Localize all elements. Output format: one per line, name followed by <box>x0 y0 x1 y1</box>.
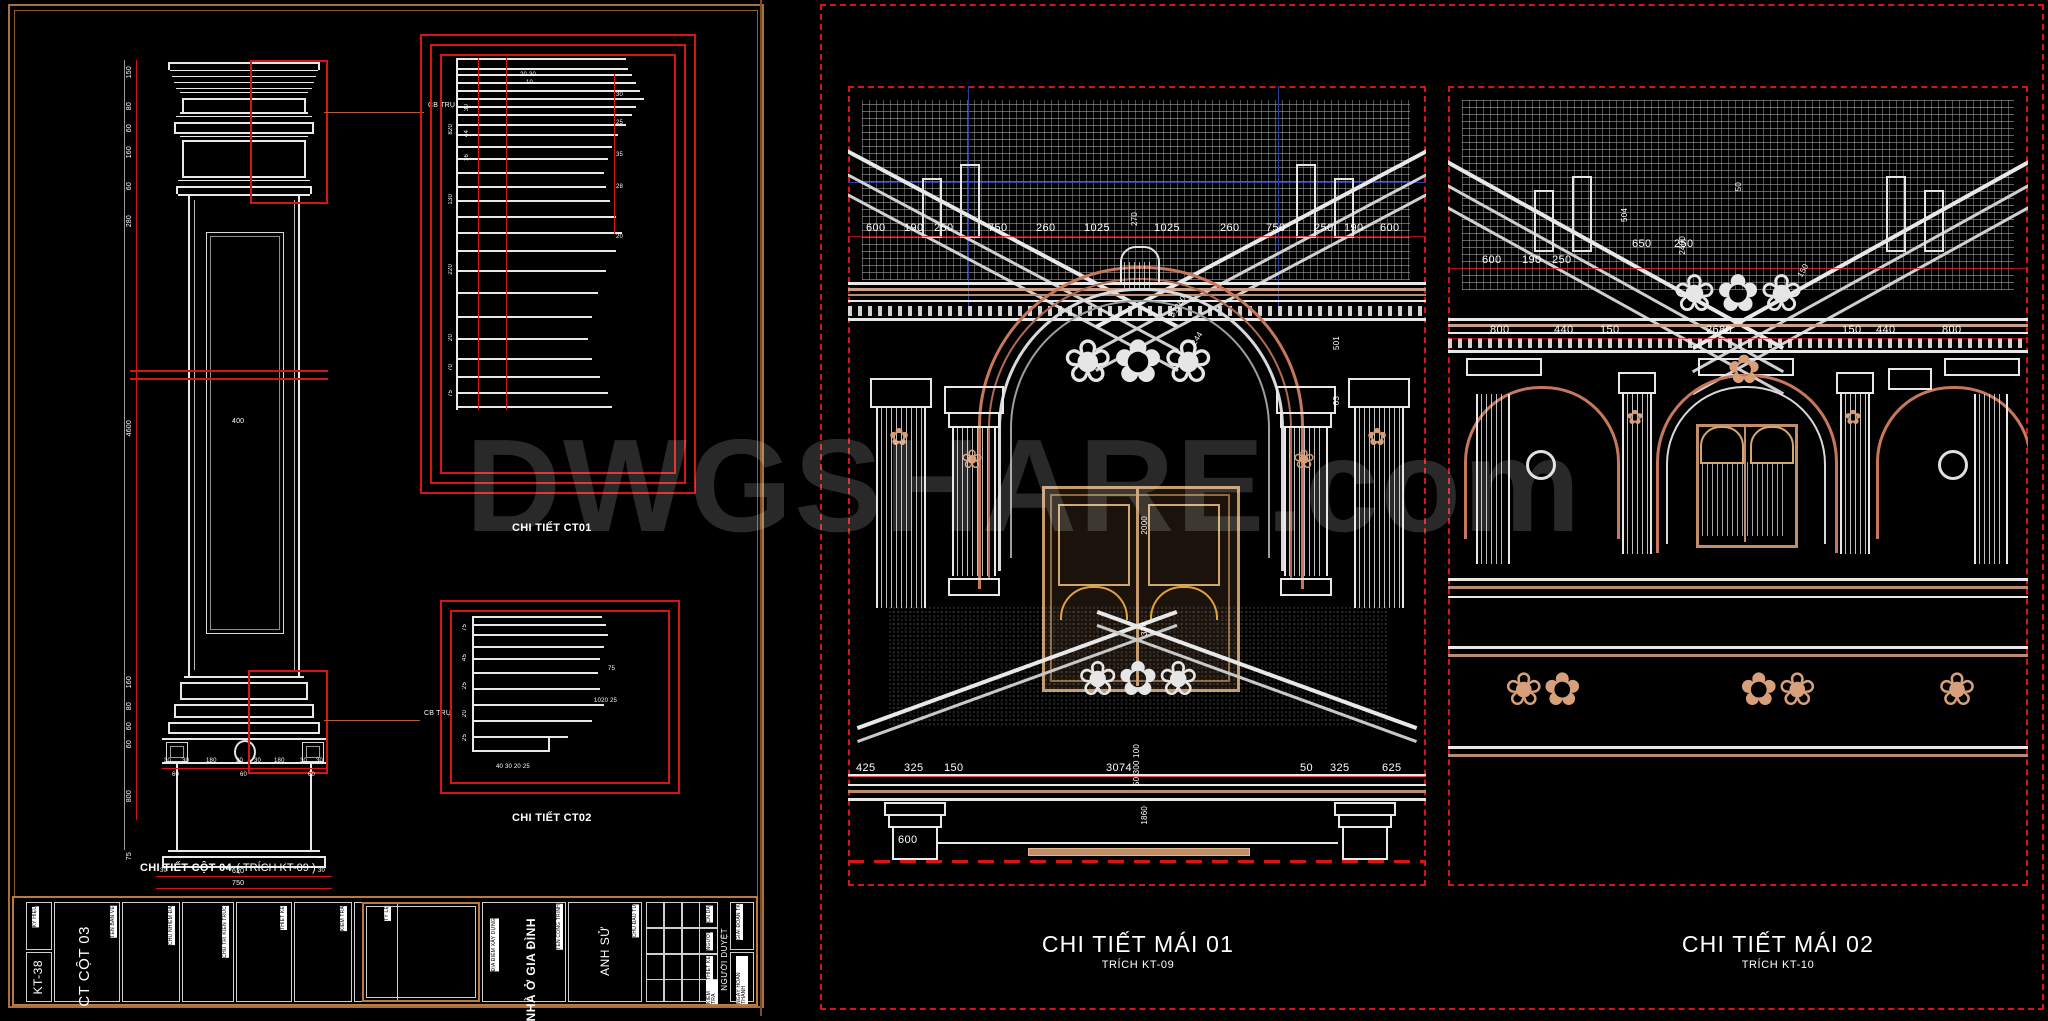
detail-ct01-drawing: 820 30 44 16 130 220 20 70 75 30 25 35 2… <box>420 34 710 514</box>
tb-label-drawing-name: TÊN BẢN VẼ <box>110 906 117 938</box>
column-detail-title: CHI TIẾT CỘT 04 <box>140 862 232 874</box>
roof-detail-01-subtitle: TRÍCH KT-09 <box>1101 958 1175 971</box>
tb-project-name: NHÀ Ở GIA ĐÌNH <box>524 918 538 1021</box>
tb-drawing-name: CT CỘT 03 <box>76 926 93 1007</box>
highlight-base <box>248 670 328 774</box>
tb-sign-title: NGƯỜI DUYỆT <box>720 928 729 991</box>
roof-detail-02-drawing: ❀✿❀ ✿ ✿ ✿ <box>1448 86 2028 886</box>
highlight-capital <box>250 60 328 204</box>
detail-ct02-title: CHI TIẾT CT02 <box>512 812 592 824</box>
tb-label-symbol: KÝ HIỆU <box>32 906 39 928</box>
tb-cell-drawing-name <box>54 902 120 1002</box>
tb-label-sig-1: CN DA <box>706 906 713 923</box>
tb-cell-3 <box>122 902 180 1002</box>
roof-detail-01-title: CHI TIẾT MÁI 01 <box>1041 931 1235 957</box>
tb-sig-row-2 <box>646 928 718 954</box>
column-elevation-drawing: CB TRỤ CB TRỤ 150 80 60 160 60 280 4600 … <box>110 40 455 889</box>
tb-sheet-code: KT-38 <box>31 960 45 995</box>
tb-cell-symbol <box>26 902 52 950</box>
sheet-divider <box>760 0 762 1016</box>
column-detail-caption: CHI TIẾT CỘT 04 ( TRÍCH KT-09 ) <box>140 858 316 876</box>
dim-620: 620 <box>232 868 245 875</box>
roof-detail-01-drawing: ❀✿❀ ❀ ❀ ✿ ✿ <box>848 86 1426 886</box>
tb-sig-row-3 <box>646 954 718 980</box>
detail-ct01-caption: CHI TIẾT CT01 <box>512 518 592 536</box>
tb-label-sig-3: THIẾT KẾ <box>706 956 713 981</box>
tb-label-owner: CHỦ ĐẦU TƯ <box>632 904 639 938</box>
callout-base-label: CB TRỤ <box>424 710 452 717</box>
left-sheet-border <box>8 4 764 1008</box>
detail-01-boundary <box>848 86 1426 886</box>
tb-label-5: THIẾT KẾ <box>280 906 287 931</box>
tb-label-sig-2: NGƯỜI <box>706 932 713 951</box>
tb-label-6: KIỂM TRA <box>340 906 347 932</box>
roof-detail-02-subtitle: TRÍCH KT-10 <box>1741 958 1815 971</box>
tb-cell-sheet <box>26 952 52 1002</box>
column-detail-ref: ( TRÍCH KT-09 ) <box>236 862 316 874</box>
tb-label-location: ĐỊA ĐIỂM XÂY DỰNG <box>490 918 499 972</box>
tb-logo-box <box>362 902 480 1002</box>
detail-ct02-drawing: 75 45 25 20 25 75 1020 25 40 30 20 25 <box>440 600 690 810</box>
tb-cell-5 <box>236 902 292 1002</box>
roof-detail-02-title: CHI TIẾT MÁI 02 <box>1681 931 1875 957</box>
tb-cell-project <box>482 902 566 1002</box>
tb-label-scale: NGÀY HOÀN THÀNH <box>736 956 748 1004</box>
tb-label-sig-4: KIỂM TRA <box>706 980 718 1004</box>
right-sheet-border <box>820 4 2044 1010</box>
detail-ct02-caption: CHI TIẾT CT02 <box>512 808 592 826</box>
tb-cell-6 <box>294 902 352 1002</box>
tb-cell-stage <box>730 902 754 950</box>
tb-label-stage: GIAI ĐOẠN TK <box>736 904 743 940</box>
tb-cell-owner <box>568 902 642 1002</box>
roof-detail-02-caption: CHI TIẾT MÁI 02 TRÍCH KT-10 <box>1588 930 1968 971</box>
tb-cell-4 <box>182 902 234 1002</box>
tb-sig-row-1 <box>646 902 718 928</box>
tb-label-project: TÊN CÔNG TRÌNH <box>556 904 563 950</box>
title-block: KÝ HIỆU KT-38 TÊN BẢN VẼ CT CỘT 03 CHỦ N… <box>12 896 758 1021</box>
arch-ornament-icon: ❀✿❀ <box>1062 328 1214 395</box>
tb-logo-inner <box>366 906 476 998</box>
dim-750: 750 <box>232 880 245 887</box>
tb-label-4: CHỦ TRÌ KIẾN TRÚC <box>222 906 229 958</box>
detail-ct01-title: CHI TIẾT CT01 <box>512 522 592 534</box>
roof-detail-01-caption: CHI TIẾT MÁI 01 TRÍCH KT-09 <box>948 930 1328 971</box>
tb-label-3: CHỦ NHIỆM ĐA <box>168 906 175 946</box>
tb-owner-name: ANH SỬ <box>598 926 612 976</box>
